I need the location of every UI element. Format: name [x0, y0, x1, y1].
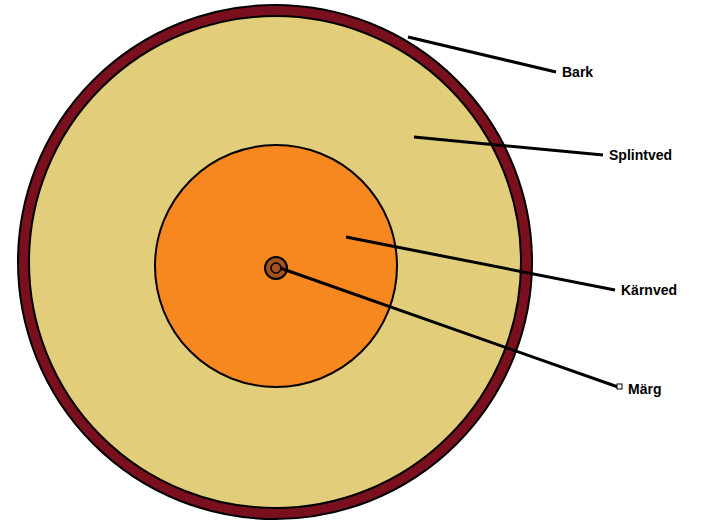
- leader-line: [408, 37, 556, 72]
- pith-core: [271, 263, 281, 273]
- leader-line: [280, 268, 618, 387]
- leader-end: [617, 384, 622, 389]
- part-label: Märg: [628, 381, 661, 398]
- leader-line: [414, 137, 603, 155]
- part-label: Bark: [562, 64, 593, 81]
- sapwood-ring: [29, 16, 521, 508]
- heartwood-disc: [155, 145, 397, 387]
- part-label: Splintved: [609, 147, 672, 164]
- bark-ring: [18, 5, 532, 519]
- leader-line: [346, 237, 615, 290]
- part-label: Kärnved: [621, 282, 677, 299]
